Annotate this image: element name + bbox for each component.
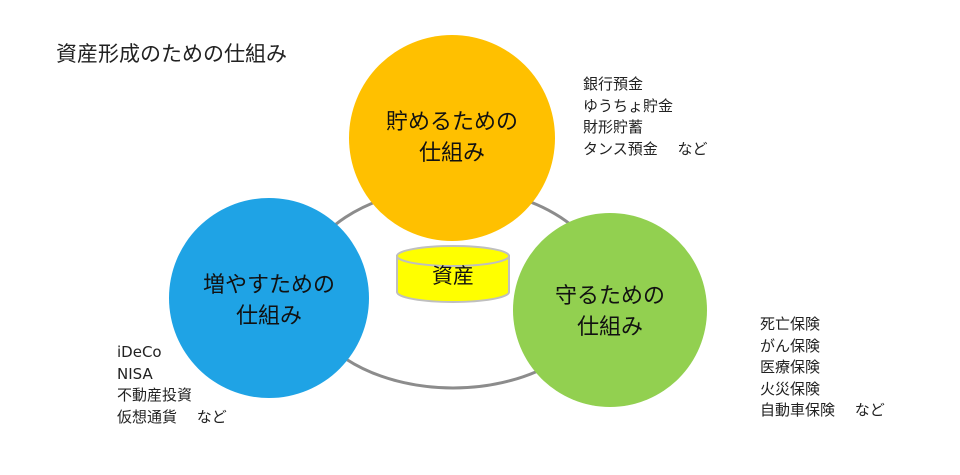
save-circle <box>349 35 555 241</box>
list-item: 死亡保険 <box>760 315 821 333</box>
list-item: 不動産投資 <box>117 386 193 404</box>
protect-label-line2: 仕組み <box>576 315 643 340</box>
list-item: 仮想通貨 など <box>117 407 227 426</box>
save-label-line1: 貯めるための <box>385 110 518 135</box>
asset-cylinder <box>396 245 510 303</box>
list-item: 自動車保険 など <box>760 401 885 419</box>
protect-circle-label: 守るための 仕組み <box>530 281 690 343</box>
grow-circle-label: 増やすための 仕組み <box>189 270 349 332</box>
grow-label-line2: 仕組み <box>235 304 302 329</box>
grow-examples-list: iDeCo NISA 不動産投資 仮想通貨 など <box>117 342 227 428</box>
list-item: 医療保険 <box>760 358 821 376</box>
list-item: 財形貯蓄 <box>583 118 644 136</box>
grow-label-line1: 増やすための <box>202 273 335 298</box>
list-item: NISA <box>117 364 153 383</box>
list-item: 火災保険 <box>760 379 821 398</box>
protect-circle <box>513 213 707 407</box>
save-examples-list: 銀行預金 ゆうちょ貯金 財形貯蓄 タンス預金 など <box>583 74 707 160</box>
protect-examples-list: 死亡保険 がん保険 医療保険 火災保険 自動車保険 など <box>760 314 885 422</box>
asset-label: 資産 <box>432 264 474 288</box>
list-item: がん保険 <box>760 336 821 355</box>
list-item: ゆうちょ貯金 <box>583 96 674 115</box>
list-item: iDeCo <box>117 343 162 361</box>
page-title: 資産形成のための仕組み <box>56 42 287 66</box>
grow-circle <box>169 198 369 398</box>
save-circle-label: 貯めるための 仕組み <box>372 107 532 169</box>
list-item: 銀行預金 <box>583 75 644 93</box>
protect-label-line1: 守るための <box>554 284 665 309</box>
list-item: タンス預金 など <box>583 139 708 158</box>
save-label-line2: 仕組み <box>418 141 485 166</box>
